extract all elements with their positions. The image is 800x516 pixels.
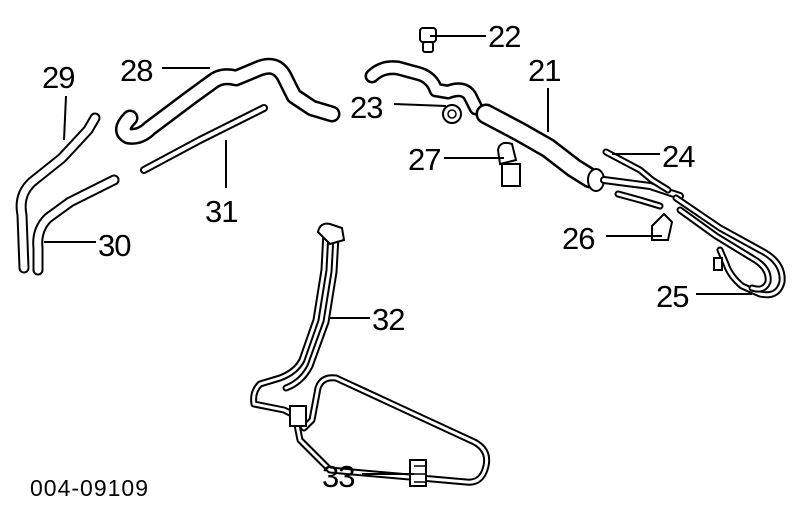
hose-part-30 xyxy=(32,174,120,276)
callout-30: 30 xyxy=(98,228,131,263)
cap-part-22 xyxy=(419,27,437,53)
clamp-part-23 xyxy=(442,104,462,124)
callout-33: 33 xyxy=(322,459,354,494)
hose-part-31 xyxy=(140,104,268,174)
drawing-code: 004-09109 xyxy=(30,475,149,501)
callout-29: 29 xyxy=(42,60,74,95)
callout-27: 27 xyxy=(408,142,440,177)
clip-part-27 xyxy=(496,141,521,187)
hose-part-29 xyxy=(15,112,101,274)
callout-28: 28 xyxy=(120,53,152,88)
callout-25: 25 xyxy=(656,279,688,314)
leader-23 xyxy=(393,103,447,107)
leader-lines xyxy=(44,35,752,475)
callout-26: 26 xyxy=(562,221,594,256)
hose-part-21 xyxy=(364,60,684,200)
leader-29 xyxy=(63,95,67,141)
pipe-loop-part-32 xyxy=(250,222,491,486)
callout-23: 23 xyxy=(350,90,382,125)
callout-21: 21 xyxy=(528,53,560,88)
callout-32: 32 xyxy=(372,302,404,337)
callout-24: 24 xyxy=(662,139,695,174)
hose-part-28 xyxy=(115,57,341,145)
callout-31: 31 xyxy=(205,194,237,229)
callout-22: 22 xyxy=(488,19,520,54)
bracket-part-26 xyxy=(651,212,674,241)
pipe-loop-part-25 xyxy=(672,194,786,299)
pipe-part-24 xyxy=(602,148,672,210)
